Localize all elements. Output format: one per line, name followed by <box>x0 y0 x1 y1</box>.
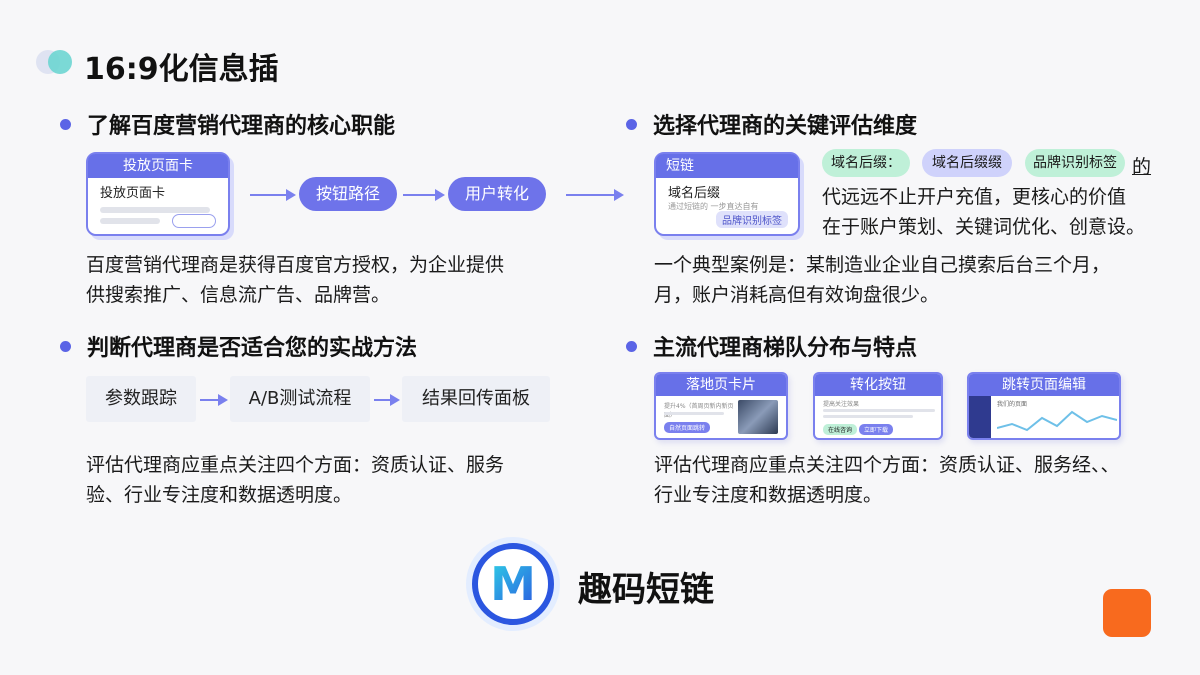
bullet-icon <box>626 118 637 130</box>
shot-text: 提高关注效果 <box>823 401 860 408</box>
heading-text: 判断代理商是否适合您的实战方法 <box>87 336 418 361</box>
section1-text: 百度营销代理商是获得百度官方授权，为企业提供 供搜索推广、信息流广告、品牌营。 <box>86 254 505 306</box>
shot-header: 落地页卡片 <box>656 374 786 396</box>
section2-text: 一个典型案例是：某制造业企业自己摸索后台三个月， 月，账户消耗高但有效询盘很少。 <box>654 254 1111 306</box>
section-heading-evaluation: 选择代理商的关键评估维度 <box>626 108 917 140</box>
card-subtitle: 通过短链的 一步直达自有 <box>668 202 759 211</box>
photo-thumbnail <box>738 400 778 434</box>
card-header: 投放页面卡 <box>88 154 228 178</box>
shot-header: 跳转页面编辑 <box>969 374 1119 396</box>
placeholder-line <box>664 412 724 415</box>
arrow-icon <box>566 189 624 201</box>
redirect-editor-screenshot: 跳转页面编辑 我们的页面 <box>967 372 1121 440</box>
landing-page-card-screenshot: 落地页卡片 提升4%（首周页新内新页面） 自然页面跳转 <box>654 372 788 440</box>
brand-logo: M <box>466 537 560 631</box>
shot-button: 自然页面跳转 <box>664 422 711 433</box>
logo-letter: M <box>490 557 536 611</box>
button-path-pill: 按钮路径 <box>299 177 397 211</box>
section-heading-practical-method: 判断代理商是否适合您的实战方法 <box>60 330 417 362</box>
placeholder-line <box>100 207 210 213</box>
page-title: 16:9化信息插 <box>84 52 279 87</box>
heading-text: 选择代理商的关键评估维度 <box>653 114 918 139</box>
shot-button-download: 立即下载 <box>859 424 894 435</box>
arrow-icon <box>374 394 400 406</box>
tag-suffix-text: 的 <box>1132 156 1152 178</box>
brand-name: 趣码短链 <box>578 570 714 610</box>
step-result-panel: 结果回传面板 <box>402 376 550 422</box>
heading-text: 了解百度营销代理商的核心职能 <box>87 114 396 139</box>
short-link-card: 短链 域名后缀 通过短链的 一步直达自有 品牌识别标签 <box>654 152 800 236</box>
step-ab-test: A/B测试流程 <box>230 376 370 422</box>
arrow-icon <box>403 189 445 201</box>
line-graph-icon <box>997 410 1117 432</box>
shot-text: 提升4%（首周页新内新页面） <box>664 403 734 419</box>
tag-brand-label: 品牌识别标签 <box>1025 149 1125 177</box>
user-conversion-pill: 用户转化 <box>448 177 546 211</box>
tag-domain-suffix-2: 域名后缀缀 <box>922 149 1012 177</box>
shot-header: 转化按钮 <box>815 374 941 396</box>
arrow-icon <box>200 394 228 406</box>
brand-tag-button[interactable]: 品牌识别标签 <box>716 211 788 228</box>
logo-ring: M <box>472 543 554 625</box>
orange-action-button[interactable] <box>1103 589 1151 637</box>
step-parameter-tracking: 参数跟踪 <box>86 376 196 422</box>
section4-text: 评估代理商应重点关注四个方面：资质认证、服务经、、 行业专注度和数据透明度。 <box>654 454 1120 506</box>
heading-text: 主流代理商梯队分布与特点 <box>653 336 918 361</box>
bullet-icon <box>626 340 637 352</box>
section-heading-core-functions: 了解百度营销代理商的核心职能 <box>60 108 395 140</box>
section3-text: 评估代理商应重点关注四个方面：资质认证、服务 验、行业专注度和数据透明度。 <box>86 454 505 506</box>
section-heading-tiers: 主流代理商梯队分布与特点 <box>626 330 917 362</box>
card-header: 短链 <box>656 154 798 178</box>
shot-button-consult: 在线咨询 <box>823 424 858 435</box>
bullet-icon <box>60 340 71 352</box>
arrow-icon <box>250 189 296 201</box>
conversion-button-screenshot: 转化按钮 提高关注效果 在线咨询 立即下载 <box>813 372 943 440</box>
placeholder-line <box>823 415 913 418</box>
bullet-icon <box>60 118 71 130</box>
shot-sidebar <box>969 396 991 438</box>
tag-domain-suffix: 域名后缀： <box>822 149 910 177</box>
section2-side-text: 代远远不止开户充值，更核心的价值 在于账户策划、关键词优化、创意设。 <box>822 186 1146 238</box>
placeholder-line <box>100 218 160 224</box>
shot-nav-text: 我们的页面 <box>997 401 1028 408</box>
title-decoration <box>36 48 76 76</box>
card-title: 域名后缀 <box>668 186 721 201</box>
card-title: 投放页面卡 <box>100 186 166 201</box>
placeholder-line <box>823 409 935 412</box>
ad-page-card: 投放页面卡 投放页面卡 <box>86 152 230 236</box>
card-button[interactable] <box>172 214 216 228</box>
